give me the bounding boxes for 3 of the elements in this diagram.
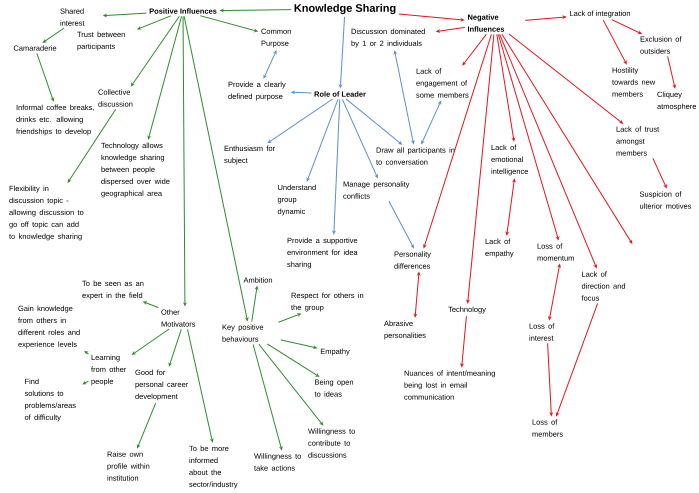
arrow xyxy=(508,34,624,124)
arrow xyxy=(346,98,402,145)
title: Knowledge Sharing xyxy=(294,4,396,14)
